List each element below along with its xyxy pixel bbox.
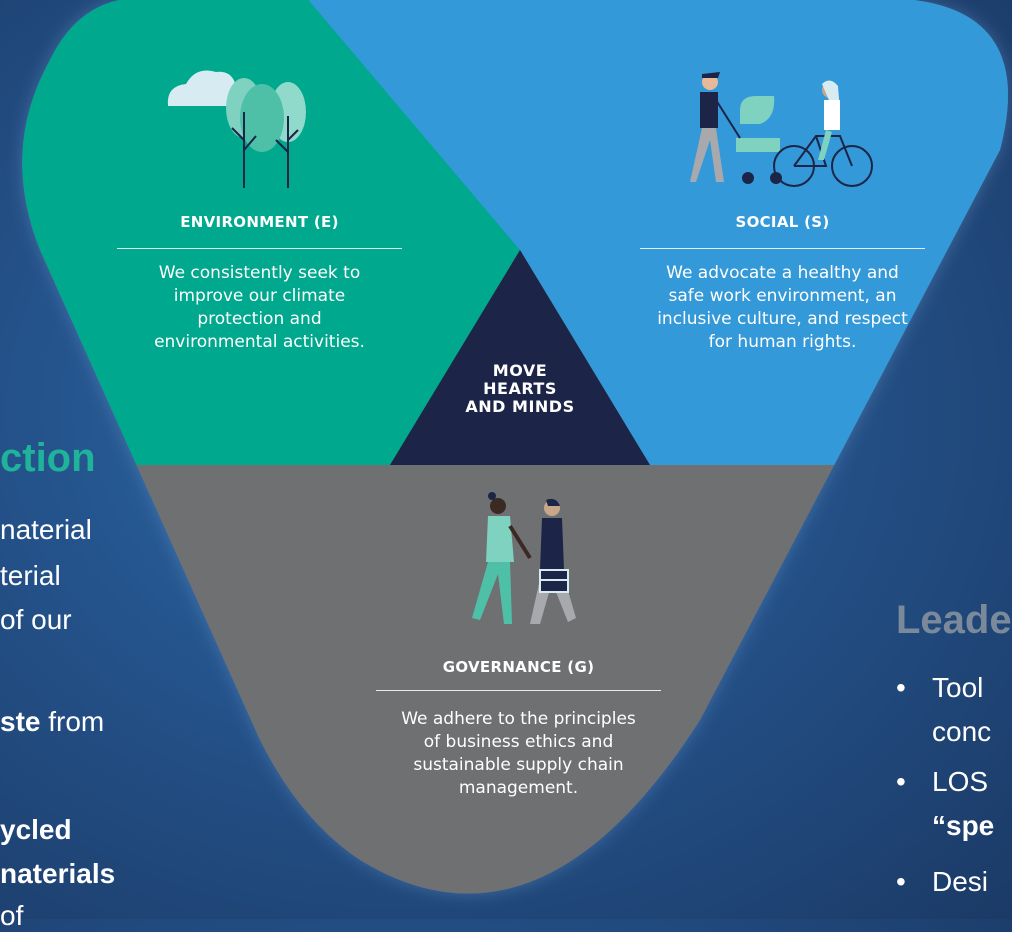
bullet-dot: • <box>896 672 906 703</box>
social-text-line: for human rights. <box>708 332 857 352</box>
background-bold-text: “spe <box>932 810 995 841</box>
background-text-line: naterials <box>0 858 115 890</box>
background-text-line: conc <box>932 716 992 747</box>
social-text-line: safe work environment, an <box>668 286 897 306</box>
governance-divider <box>376 690 661 691</box>
social-divider <box>640 248 925 249</box>
background-heading-left: ction <box>0 436 96 480</box>
people-holding-hands-icon <box>472 492 576 624</box>
background-bold-text: ycled <box>0 814 72 845</box>
governance-text-line: sustainable supply chain <box>413 755 624 775</box>
background-text-line: terial <box>0 560 61 591</box>
bullet-dot: • <box>896 866 906 897</box>
social-title: SOCIAL (S) <box>735 213 830 231</box>
background-text-line: LOS <box>932 766 989 797</box>
bullet-dot: • <box>896 766 906 797</box>
center-text-line: HEARTS <box>483 379 557 398</box>
family-stroller-bicycle-icon <box>690 72 873 187</box>
center-triangle <box>390 250 650 465</box>
background-bold-text: ste <box>0 706 41 737</box>
background-text-line: “spe <box>932 810 994 842</box>
governance-title: GOVERNANCE (G) <box>442 658 595 676</box>
background-text-line: of our <box>0 604 72 635</box>
background-text-line: naterial <box>0 514 92 545</box>
background-left-panel: ction naterial terial of our ste from yc… <box>0 0 200 931</box>
background-heading-right: Leade <box>896 598 1012 642</box>
social-description: We advocate a healthy and safe work envi… <box>620 262 945 354</box>
environment-text-line: We consistently seek to <box>158 263 361 283</box>
center-text-line: AND MINDS <box>465 397 575 416</box>
environment-title: ENVIRONMENT (E) <box>180 213 339 231</box>
background-text-line: Tool <box>932 672 984 703</box>
background-text: from <box>40 706 105 737</box>
background-text-line: ycled <box>0 814 72 846</box>
social-text-line: We advocate a healthy and <box>666 263 899 283</box>
social-text-line: inclusive culture, and respect <box>657 309 908 329</box>
background-text-line: Desi <box>932 866 989 897</box>
environment-text-line: environmental activities. <box>154 332 365 352</box>
trees-cloud-icon <box>167 70 306 188</box>
governance-description: We adhere to the principles of business … <box>370 708 667 800</box>
environment-description: We consistently seek to improve our clim… <box>117 262 402 354</box>
center-label: MOVE HEARTS AND MINDS <box>440 362 600 416</box>
background-right-panel: Leade • Tool conc • LOS “spe • Desi <box>880 0 1012 919</box>
background-bold-text: naterials <box>0 858 116 889</box>
center-text-line: MOVE <box>492 361 548 380</box>
background-text-line: ste from <box>0 706 104 738</box>
governance-text-line: of business ethics and <box>423 732 614 752</box>
governance-text-line: We adhere to the principles <box>401 709 636 729</box>
environment-divider <box>117 248 402 249</box>
environment-text-line: protection and <box>197 309 322 329</box>
environment-text-line: improve our climate <box>173 286 346 306</box>
governance-text-line: management. <box>458 778 579 798</box>
